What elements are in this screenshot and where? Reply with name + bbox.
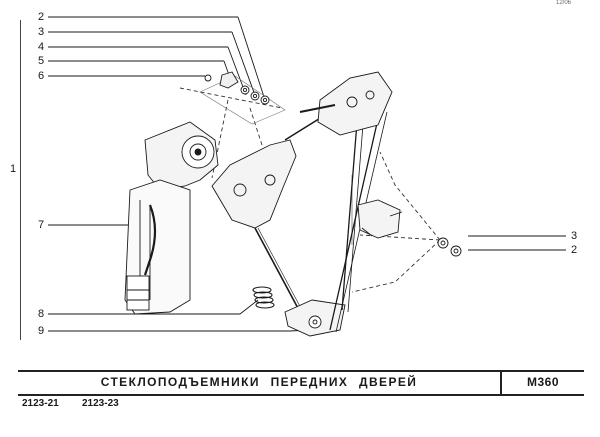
leader-line-3b (231, 31, 257, 99)
spring (252, 286, 275, 309)
window-regulator-drawing (48, 16, 566, 337)
drive-rod (254, 227, 301, 313)
page-title: СТЕКЛОПОДЪЕМНИКИ ПЕРЕДНИХ ДВЕРЕЙ (100, 375, 418, 389)
fastener-parts (204, 71, 270, 105)
page-number: 12/06 (556, 0, 572, 6)
callout-left-5: 5 (38, 55, 45, 67)
side-bracket (357, 199, 403, 239)
catalog-code: M360 (526, 375, 560, 389)
leader-line-2b (237, 16, 266, 101)
callout-left-8: 8 (38, 308, 45, 320)
title-divider (500, 372, 502, 394)
glass-clamp (299, 71, 393, 136)
leader-line-9 (48, 329, 311, 332)
group-bracket (20, 20, 29, 340)
callout-left-9: 9 (38, 325, 45, 337)
regulator-bracket (211, 111, 331, 229)
callout-left-2: 2 (38, 11, 45, 23)
lower-slider (284, 299, 346, 337)
title-bar: СТЕКЛОПОДЪЕМНИКИ ПЕРЕДНИХ ДВЕРЕЙ M360 (18, 370, 584, 396)
callout-left-4: 4 (38, 41, 45, 53)
motor-unit (124, 121, 219, 315)
callout-left-7: 7 (38, 219, 45, 231)
model-code-2: 2123-23 (82, 398, 119, 409)
callout-right-3: 3 (571, 230, 578, 242)
leader-line-8 (48, 299, 259, 315)
callout-left-6: 6 (38, 70, 45, 82)
model-code-1: 2123-21 (22, 398, 59, 409)
callout-right-2: 2 (571, 244, 578, 256)
washer-nut (437, 237, 462, 257)
callout-left-3: 3 (38, 26, 45, 38)
callout-1: 1 (10, 163, 17, 175)
